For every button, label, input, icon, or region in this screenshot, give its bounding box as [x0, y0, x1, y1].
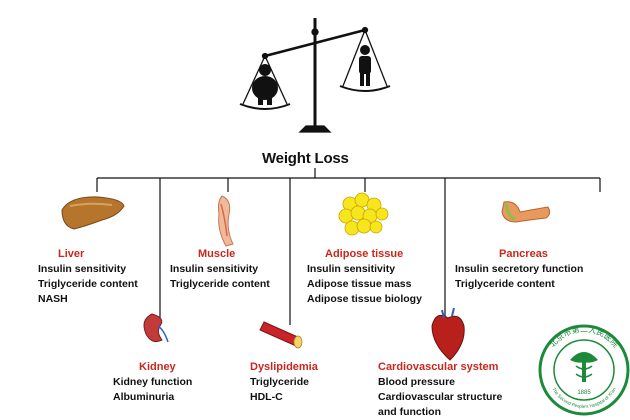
muscle-node: Muscle Insulin sensitivity Triglyceride …	[170, 247, 270, 292]
pancreas-node: Pancreas Insulin secretory function Trig…	[455, 247, 583, 292]
slim-person-icon	[359, 45, 371, 86]
cardio-heading: Cardiovascular system	[378, 361, 499, 373]
balance-scale-icon	[239, 18, 391, 133]
liver-node: Liver Insulin sensitivity Triglyceride c…	[38, 247, 138, 307]
liver-icon	[61, 196, 125, 230]
hospital-seal-logo: 1885 北京市第二人民医院 The Second People's Hospi…	[538, 324, 630, 416]
dyslipidemia-node: Dyslipidemia Triglyceride HDL-C	[250, 360, 318, 405]
kidney-line: Kidney function	[113, 376, 193, 388]
muscle-line: Insulin sensitivity	[170, 263, 259, 275]
heavy-person-icon	[252, 64, 278, 105]
adipose-line: Adipose tissue biology	[307, 293, 422, 305]
artery-icon	[259, 321, 303, 349]
cardio-node: Cardiovascular system Blood pressure Car…	[378, 360, 502, 420]
liver-heading: Liver	[58, 248, 85, 260]
cardio-line: Blood pressure	[378, 376, 456, 388]
fat-cells-icon	[338, 192, 389, 236]
liver-line: NASH	[38, 293, 68, 305]
muscle-icon	[217, 195, 234, 247]
muscle-heading: Muscle	[198, 248, 236, 260]
kidney-line: Albuminuria	[113, 391, 175, 403]
pancreas-heading: Pancreas	[499, 248, 548, 260]
liver-line: Insulin sensitivity	[38, 263, 127, 275]
dyslipidemia-heading: Dyslipidemia	[250, 361, 318, 373]
pancreas-line: Insulin secretory function	[455, 263, 584, 275]
adipose-node: Adipose tissue Insulin sensitivity Adipo…	[307, 247, 422, 307]
kidney-icon	[143, 313, 169, 343]
seal-year: 1885	[577, 390, 591, 396]
pancreas-line: Triglyceride content	[455, 278, 555, 290]
adipose-line: Adipose tissue mass	[307, 278, 412, 290]
muscle-line: Triglyceride content	[170, 278, 270, 290]
pancreas-icon	[501, 201, 551, 223]
kidney-heading: Kidney	[139, 361, 176, 373]
dyslipidemia-line: HDL-C	[250, 391, 283, 403]
cardio-line: and function	[378, 406, 441, 418]
dyslipidemia-line: Triglyceride	[250, 376, 309, 388]
diagram-title: Weight Loss	[262, 150, 349, 167]
heart-icon	[431, 307, 465, 361]
kidney-node: Kidney Kidney function Albuminuria	[113, 360, 192, 405]
adipose-line: Insulin sensitivity	[307, 263, 396, 275]
connector-lines	[96, 168, 601, 325]
cardio-line: Cardiovascular structure	[378, 391, 503, 403]
adipose-heading: Adipose tissue	[325, 248, 404, 260]
liver-line: Triglyceride content	[38, 278, 138, 290]
